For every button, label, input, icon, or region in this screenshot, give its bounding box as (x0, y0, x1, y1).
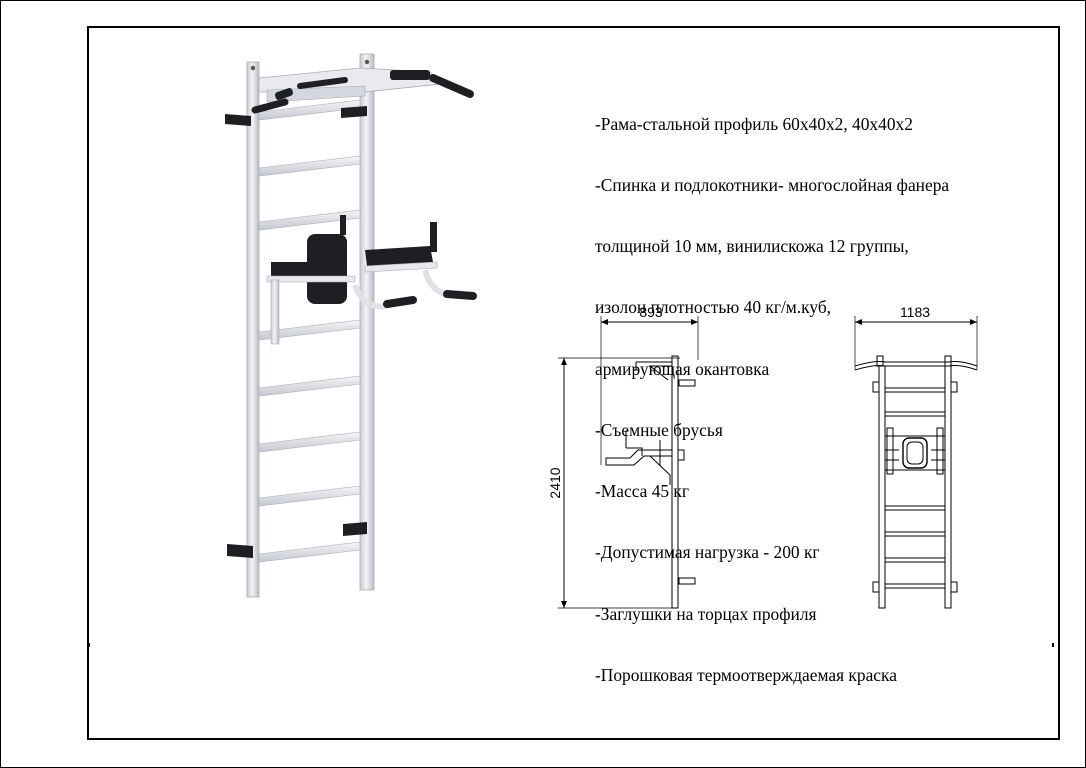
spec-line: -Спинка и подлокотники- многослойная фан… (595, 175, 950, 196)
front-rungs (884, 387, 946, 589)
dip-station (266, 215, 477, 345)
height-label: 2410 (550, 467, 563, 498)
spec-line: -Масса 45 кг (595, 481, 690, 502)
front-view-drawing: 1183 (854, 304, 978, 609)
spec-line: -Рама-стальной профиль 60х40х2, 40х40х2 (595, 113, 913, 134)
spec-line: -Съемные брусья (595, 419, 723, 440)
spec-line: -Допустимая нагрузка - 200 кг (595, 542, 820, 563)
specifications-list: -Рама-стальной профиль 60х40х2, 40х40х2 … (595, 73, 949, 706)
front-width-label: 1183 (900, 304, 930, 320)
side-view-drawing: 893 2410 (550, 304, 699, 609)
frame-tick-right (1052, 643, 1054, 647)
spec-line: -Заглушки на торцах профиля (595, 603, 817, 624)
spec-line: -Порошковая термоотверждаемая краска (595, 664, 897, 685)
spec-line: толщиной 10 мм, винилискожа 12 группы, (595, 236, 909, 257)
spec-line: изолон плотностью 40 кг/м.куб, (595, 297, 832, 318)
rungs (258, 99, 361, 563)
wall-brackets (225, 106, 367, 558)
drawing-frame (87, 26, 1060, 740)
frame-tick-left (88, 643, 90, 647)
wall-bars-3d-illustration (225, 53, 477, 598)
spec-line: армирующая окантовка (595, 358, 770, 379)
side-depth-label: 893 (639, 304, 663, 320)
